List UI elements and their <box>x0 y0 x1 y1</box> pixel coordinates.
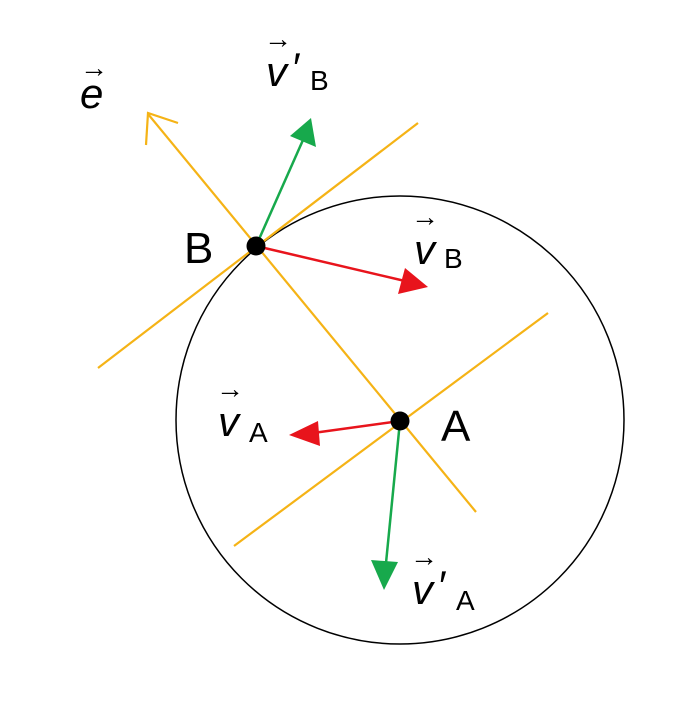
vector-a-label: v A → <box>216 373 268 448</box>
vector-b-label: v B → <box>411 201 463 274</box>
e-direction-arrowhead <box>144 111 179 146</box>
vector-a-symbol: v <box>218 398 242 445</box>
point-b-label: B <box>184 224 213 273</box>
velocity-b-arrow <box>255 244 406 283</box>
vector-e-symbol: e <box>80 70 103 117</box>
vector-a-subscript: A <box>249 417 268 448</box>
vector-prime-a-arrow-glyph: → <box>410 541 438 572</box>
point-a <box>390 411 410 431</box>
velocity-a-arrowhead <box>289 421 320 446</box>
perpendicular-line-a <box>233 312 549 547</box>
point-b <box>246 236 266 256</box>
vector-b-symbol: v <box>414 226 438 273</box>
vector-prime-b-symbol: v <box>266 48 290 95</box>
velocity-prime-b-arrow <box>254 139 305 247</box>
vector-prime-b-prime: ′ <box>291 44 301 91</box>
vector-prime-a-symbol: v <box>412 566 436 613</box>
vector-prime-a-label: v ′ A → <box>410 541 475 616</box>
vector-prime-b-arrow-glyph: → <box>264 23 292 54</box>
vector-prime-b-subscript: B <box>310 65 329 96</box>
vector-e-arrow-glyph: → <box>80 52 108 83</box>
vector-e-label: e → <box>80 52 108 117</box>
velocity-prime-b-arrowhead <box>290 118 316 147</box>
vector-prime-b-label: v ′ B → <box>264 23 329 96</box>
vector-b-subscript: B <box>444 243 463 274</box>
velocity-a-arrow <box>312 419 401 435</box>
velocity-prime-a-arrowhead <box>371 560 398 590</box>
vector-prime-a-subscript: A <box>456 585 475 616</box>
velocity-prime-a-arrow <box>384 420 402 564</box>
vector-a-arrow-glyph: → <box>216 373 244 404</box>
vector-prime-a-prime: ′ <box>437 562 447 609</box>
reference-circle <box>175 195 625 645</box>
point-a-label: A <box>441 402 471 451</box>
velocity-b-arrowhead <box>398 268 428 294</box>
vector-b-arrow-glyph: → <box>411 201 439 232</box>
line-of-centers <box>147 113 477 513</box>
